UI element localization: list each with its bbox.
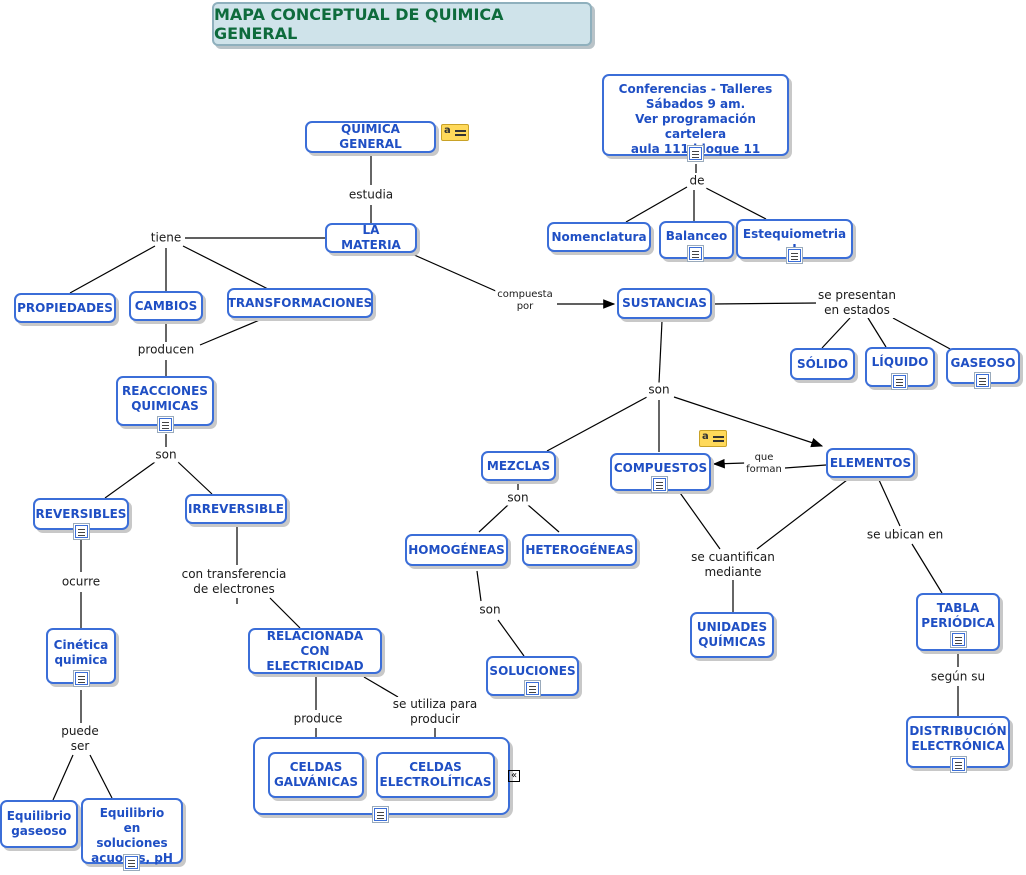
document-icon[interactable] bbox=[374, 808, 387, 821]
document-icon[interactable] bbox=[653, 478, 666, 491]
note-icon[interactable]: a bbox=[441, 124, 469, 141]
node-heterogeneas[interactable]: HETEROGÉNEAS bbox=[522, 534, 637, 566]
document-icon[interactable] bbox=[125, 856, 138, 869]
link-producen: producen bbox=[135, 342, 197, 358]
note-icon[interactable]: a bbox=[699, 430, 727, 447]
node-mezclas[interactable]: MEZCLAS bbox=[481, 451, 556, 481]
link-estudia: estudia bbox=[346, 187, 396, 203]
link-puede-ser: puede ser bbox=[59, 724, 101, 754]
node-unidades-quimicas[interactable]: UNIDADES QUÍMICAS bbox=[690, 612, 774, 658]
document-icon[interactable] bbox=[893, 375, 906, 388]
collapse-icon[interactable]: « bbox=[508, 770, 520, 782]
link-se-ubican: se ubican en bbox=[864, 527, 946, 543]
link-se-cuantifican: se cuantifican mediante bbox=[689, 550, 777, 580]
node-la-materia[interactable]: LA MATERIA bbox=[325, 223, 417, 253]
link-son: son bbox=[153, 447, 179, 463]
link-son: son bbox=[477, 602, 503, 618]
map-title: MAPA CONCEPTUAL DE QUIMICA GENERAL bbox=[212, 2, 592, 46]
document-icon[interactable] bbox=[689, 247, 702, 260]
node-quimica-general[interactable]: QUIMICA GENERAL bbox=[305, 121, 436, 153]
link-de: de bbox=[687, 173, 707, 189]
node-relacionada-electricidad[interactable]: RELACIONADA CON ELECTRICIDAD bbox=[248, 628, 382, 674]
note-icon-letter: a bbox=[444, 125, 451, 136]
node-solido[interactable]: SÓLIDO bbox=[790, 348, 855, 380]
node-reacciones-quimicas[interactable]: REACCIONES QUIMICAS bbox=[116, 376, 214, 426]
node-transformaciones[interactable]: TRANSFORMACIONES bbox=[227, 288, 373, 318]
link-segun-su: según su bbox=[928, 669, 988, 685]
document-icon[interactable] bbox=[159, 418, 172, 431]
node-equilibrio-gaseoso[interactable]: Equilibrio gaseoso bbox=[0, 800, 78, 848]
node-equilibrio-soluciones[interactable]: Equilibrio en soluciones acuosas, pH bbox=[81, 798, 183, 865]
document-icon[interactable] bbox=[526, 682, 539, 695]
node-sustancias[interactable]: SUSTANCIAS bbox=[617, 288, 712, 319]
node-elementos[interactable]: ELEMENTOS bbox=[826, 448, 915, 478]
document-icon[interactable] bbox=[689, 147, 702, 160]
link-son: son bbox=[505, 490, 531, 506]
node-cinetica-quimica[interactable]: Cinética quimica bbox=[46, 628, 116, 684]
link-que-forman: que forman bbox=[744, 452, 784, 476]
node-conferencias[interactable]: Conferencias - Talleres Sábados 9 am. Ve… bbox=[602, 74, 789, 156]
node-homogeneas[interactable]: HOMOGÉNEAS bbox=[405, 534, 508, 566]
note-icon-letter: a bbox=[702, 431, 709, 442]
document-icon[interactable] bbox=[976, 374, 989, 387]
node-reversibles[interactable]: REVERSIBLES bbox=[33, 498, 129, 530]
document-icon[interactable] bbox=[75, 525, 88, 538]
node-celdas-electroliticas[interactable]: CELDAS ELECTROLÍTICAS bbox=[376, 752, 495, 798]
document-icon[interactable] bbox=[952, 758, 965, 771]
link-transferencia: con transferencia de electrones bbox=[179, 567, 289, 597]
node-propiedades[interactable]: PROPIEDADES bbox=[14, 293, 116, 323]
link-produce: produce bbox=[291, 711, 345, 727]
node-irreversible[interactable]: IRREVERSIBLE bbox=[185, 494, 287, 524]
link-son: son bbox=[646, 382, 672, 398]
link-ocurre: ocurre bbox=[59, 574, 103, 590]
node-celdas-galvanicas[interactable]: CELDAS GALVÁNICAS bbox=[268, 752, 364, 798]
document-icon[interactable] bbox=[952, 633, 965, 646]
link-tiene: tiene bbox=[148, 230, 184, 246]
link-compuesta-por: compuesta por bbox=[495, 289, 555, 313]
document-icon[interactable] bbox=[788, 249, 801, 262]
node-cambios[interactable]: CAMBIOS bbox=[129, 291, 203, 321]
node-nomenclatura[interactable]: Nomenclatura bbox=[547, 222, 651, 252]
link-se-presentan: se presentan en estados bbox=[815, 288, 899, 318]
link-se-utiliza: se utiliza para producir bbox=[390, 697, 480, 727]
document-icon[interactable] bbox=[75, 672, 88, 685]
